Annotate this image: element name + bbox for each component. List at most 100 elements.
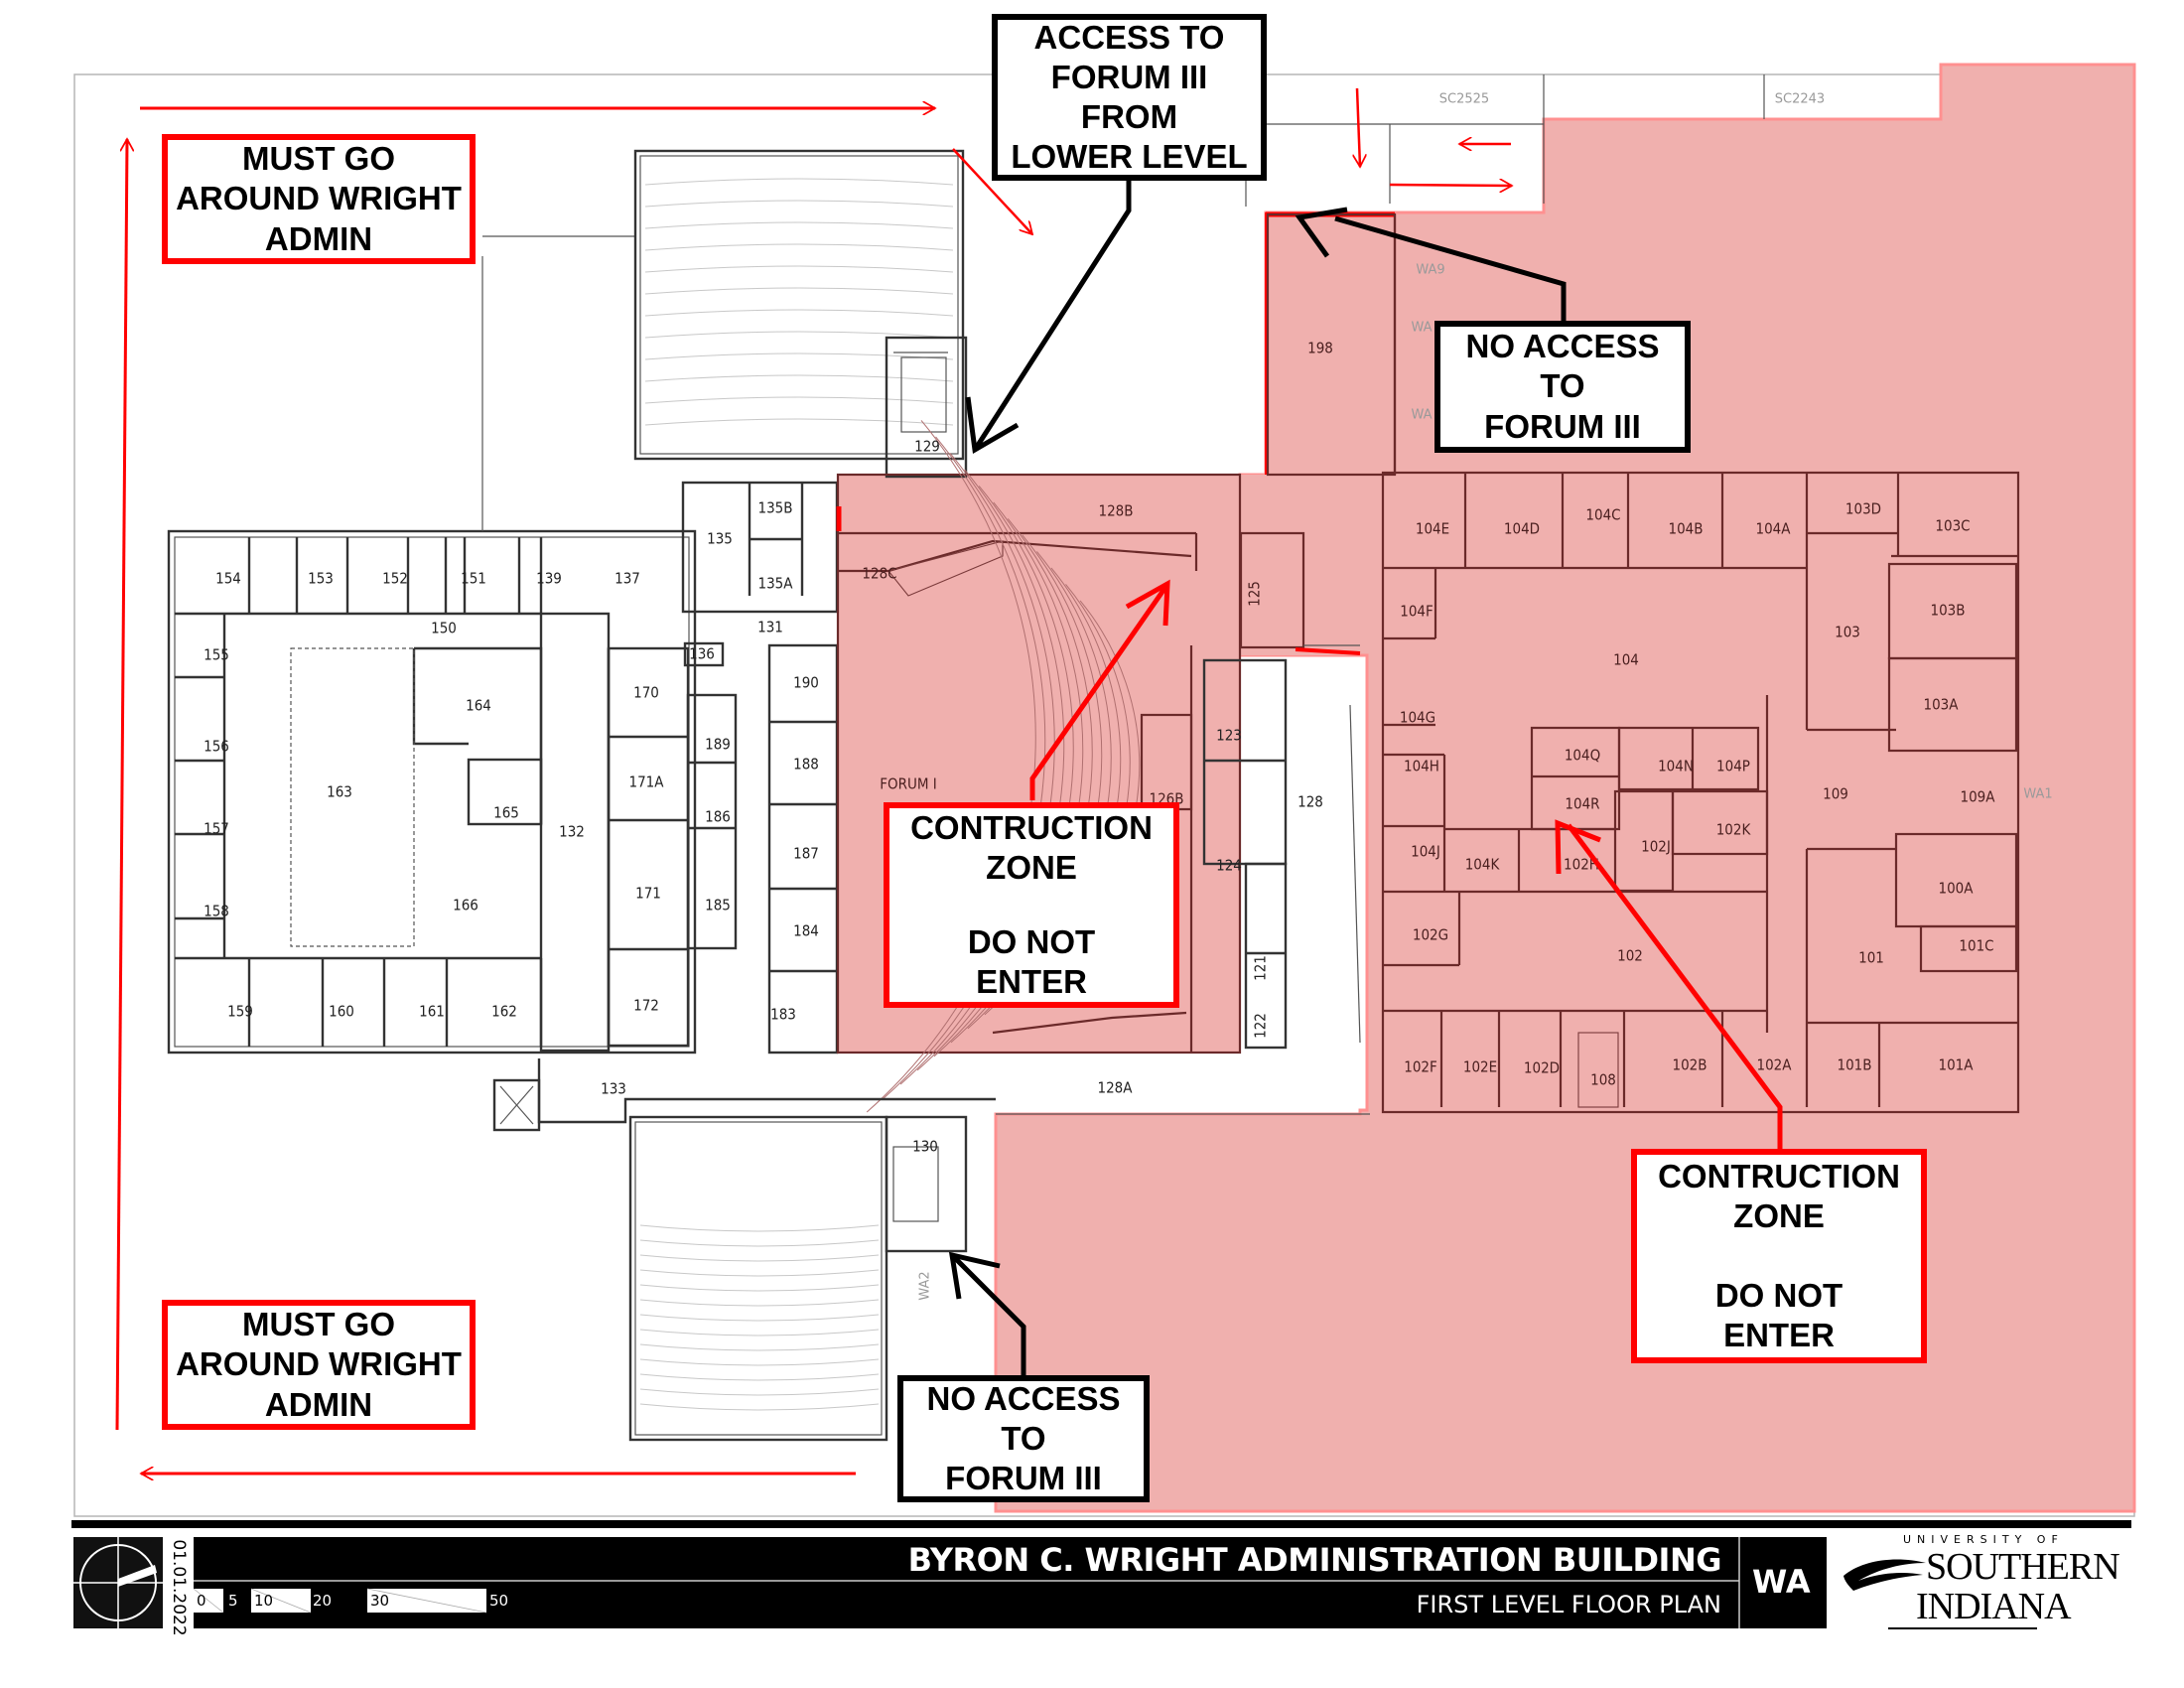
pointer-access-lower — [972, 180, 1132, 452]
room-172: 172 — [633, 997, 659, 1015]
room-151: 151 — [461, 570, 486, 588]
logo-top-text: UNIVERSITY OF — [1903, 1533, 2064, 1546]
room-157: 157 — [204, 820, 229, 838]
room-135: 135 — [707, 530, 733, 548]
room-102b: 102B — [1672, 1056, 1706, 1074]
room-186: 186 — [705, 808, 731, 826]
callout-line: FORUM III — [1050, 58, 1208, 95]
seating-row — [639, 1239, 880, 1247]
seating-row — [644, 352, 954, 360]
room-104j: 104J — [1411, 843, 1440, 861]
callout-line: AROUND WRIGHT — [176, 180, 462, 217]
room-102a: 102A — [1757, 1056, 1793, 1074]
room-165: 165 — [493, 804, 519, 822]
room-124: 124 — [1216, 857, 1242, 875]
callout-line: ADMIN — [264, 219, 373, 257]
room-133: 133 — [601, 1080, 626, 1098]
room-104n: 104N — [1658, 758, 1694, 775]
logo-underline — [1888, 1627, 2037, 1629]
seating-row — [639, 1403, 880, 1411]
room-158: 158 — [204, 903, 229, 920]
room-101b: 101B — [1837, 1056, 1871, 1074]
room-198: 198 — [1307, 340, 1333, 357]
room-170: 170 — [633, 684, 659, 702]
room-109a: 109A — [1961, 788, 1996, 806]
construction-pointer-center — [1029, 584, 1169, 800]
room-103c: 103C — [1935, 517, 1970, 535]
callout-line: FROM — [1080, 98, 1178, 135]
callout-line: ENTER — [1723, 1317, 1835, 1354]
room-104: 104 — [1613, 651, 1639, 669]
seating-row — [644, 221, 954, 229]
room-153: 153 — [308, 570, 334, 588]
logo-line1: SOUTHERN — [1926, 1546, 2120, 1588]
forum-south-hall — [628, 1115, 968, 1442]
room-103a: 103A — [1924, 696, 1960, 714]
room-102g: 102G — [1413, 926, 1448, 944]
level-title: FIRST LEVEL FLOOR PLAN — [1416, 1591, 1721, 1618]
callout-line: CONTRUCTION — [910, 809, 1153, 846]
callout-line: TO — [1001, 1419, 1046, 1457]
seating-row — [639, 1254, 880, 1262]
building-name: BYRON C. WRIGHT ADMINISTRATION BUILDING — [907, 1541, 1722, 1579]
room-187: 187 — [793, 845, 819, 863]
label-wa2: WA2 — [918, 1271, 933, 1300]
callout-access-lower-level: ACCESS TO FORUM III FROM LOWER LEVEL — [992, 14, 1267, 181]
room-128c: 128C — [862, 565, 896, 583]
room-101: 101 — [1858, 949, 1884, 967]
callout-line: MUST GO — [242, 140, 395, 178]
seating-row — [644, 374, 954, 382]
pointer-no-access-north — [1334, 215, 1567, 321]
room-155: 155 — [204, 646, 229, 664]
room-102d: 102D — [1524, 1059, 1560, 1077]
room-104a: 104A — [1756, 520, 1792, 538]
callout-line: DO NOT — [1714, 1277, 1843, 1314]
room-135a: 135A — [758, 575, 794, 593]
room-162: 162 — [491, 1003, 517, 1021]
label-wa9: WA9 — [1416, 263, 1444, 278]
room-131: 131 — [757, 619, 783, 636]
seating-row — [644, 396, 954, 404]
title-block — [71, 1520, 2131, 1628]
room-123: 123 — [1216, 727, 1242, 745]
scale-label-0: 0 — [197, 1592, 206, 1610]
room-135b: 135B — [757, 499, 792, 517]
entry-arrow-right — [1389, 185, 1512, 186]
scale-label-30: 30 — [370, 1592, 390, 1610]
callout-line: NO ACCESS — [926, 1379, 1121, 1417]
room-labels: 154 153 152 151 139 137 150 155 156 157 … — [204, 92, 2053, 1301]
forum-one-seating-row — [883, 436, 1046, 1099]
seating-row — [644, 309, 954, 317]
detour-arrow-diagonal — [952, 148, 1032, 234]
room-183: 183 — [770, 1006, 796, 1024]
callout-no-access-south: NO ACCESS TO FORUM III — [897, 1375, 1150, 1502]
seating-row — [639, 1299, 880, 1307]
room-104k: 104K — [1465, 856, 1501, 874]
room-137: 137 — [614, 570, 640, 588]
callout-construction-east: CONTRUCTION ZONE DO NOT ENTER — [1631, 1149, 1927, 1363]
callout-line: LOWER LEVEL — [1011, 138, 1248, 176]
room-171: 171 — [635, 885, 661, 903]
seating-row — [644, 243, 954, 251]
detour-arrow-left — [115, 139, 127, 1431]
scale-label-10: 10 — [254, 1592, 274, 1610]
logo-flame-icon — [1843, 1559, 1926, 1591]
room-128a: 128A — [1098, 1079, 1134, 1097]
room-122: 122 — [1252, 1013, 1270, 1039]
room-184: 184 — [793, 922, 819, 940]
room-104c: 104C — [1585, 506, 1620, 524]
seating-row — [639, 1329, 880, 1336]
room-130: 130 — [912, 1138, 938, 1156]
room-139: 139 — [536, 570, 562, 588]
seating-row — [644, 265, 954, 273]
room-103d: 103D — [1845, 500, 1881, 518]
callout-line: ZONE — [1733, 1196, 1825, 1234]
room-156: 156 — [204, 738, 229, 756]
callout-line: DO NOT — [967, 922, 1096, 960]
scale-label-20: 20 — [313, 1592, 333, 1610]
seating-row — [639, 1284, 880, 1292]
room-189: 189 — [705, 736, 731, 754]
seating-row — [644, 178, 954, 186]
plan-date: 01.01.2022 — [169, 1539, 189, 1636]
